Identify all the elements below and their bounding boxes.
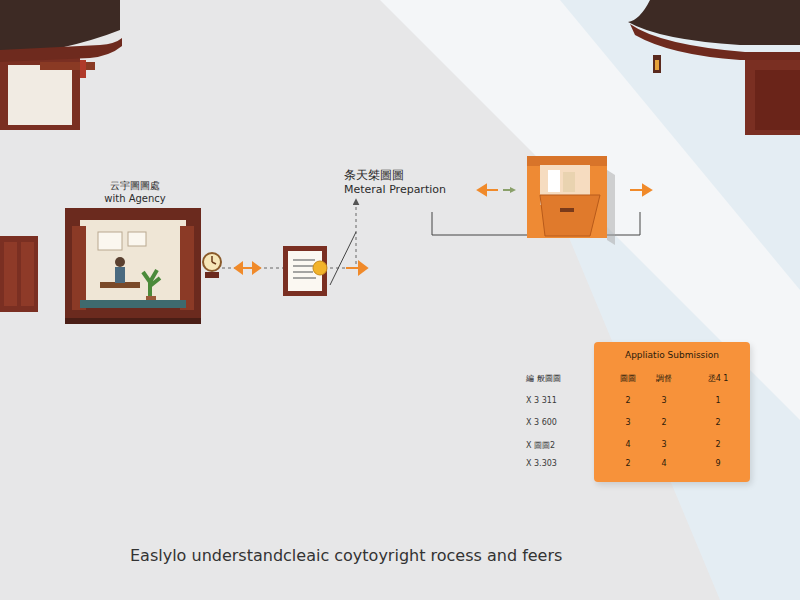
node-heading: 条天桀圖圖 <box>344 168 446 183</box>
table-cell: X 3.303 <box>526 459 557 468</box>
table-cell: 3 <box>625 418 630 427</box>
table-cell: X 圖圖2 <box>526 440 555 451</box>
table-cell: X 3 600 <box>526 418 557 427</box>
side-door <box>0 236 38 312</box>
agency-window <box>65 208 201 324</box>
table-cell: 丞4 1 <box>708 373 729 384</box>
table-cell: 2 <box>625 459 630 468</box>
leader-line <box>330 232 356 285</box>
table-cell: 4 <box>625 440 630 449</box>
clock-icon <box>203 253 221 278</box>
table-cell: 2 <box>715 418 720 427</box>
roof-left <box>0 0 122 130</box>
table-cell: 1 <box>715 396 720 405</box>
submission-panel: Appliatio Submission <box>594 342 750 482</box>
process-node: 条天桀圖圖Meteral Prepartion <box>342 167 448 198</box>
table-cell: 2 <box>661 418 666 427</box>
table-cell: 圖圖 <box>620 373 636 384</box>
roof-right <box>628 0 800 135</box>
node-heading: 云宇圖圖處 <box>60 180 210 193</box>
table-cell: 4 <box>661 459 666 468</box>
table-cell: 3 <box>661 440 666 449</box>
table-cell: 9 <box>715 459 720 468</box>
node-subtitle: Meteral Prepartion <box>344 183 446 197</box>
file-cabinet <box>527 156 615 245</box>
table-cell: 2 <box>715 440 720 449</box>
document-icon <box>283 246 327 296</box>
table-cell: X 3 311 <box>526 396 557 405</box>
table-cell: 3 <box>661 396 666 405</box>
process-node: 云宇圖圖處with Agency <box>60 180 210 325</box>
table-cell: 編 般圖圖 <box>526 373 561 384</box>
table-cell: 2 <box>625 396 630 405</box>
caption: Easlylo understandcleaic coytoyright roc… <box>130 546 562 565</box>
node-subtitle: with Agency <box>60 193 210 206</box>
node-heading: Appliatio Submission <box>598 350 746 361</box>
table-cell: 調督 <box>656 373 672 384</box>
